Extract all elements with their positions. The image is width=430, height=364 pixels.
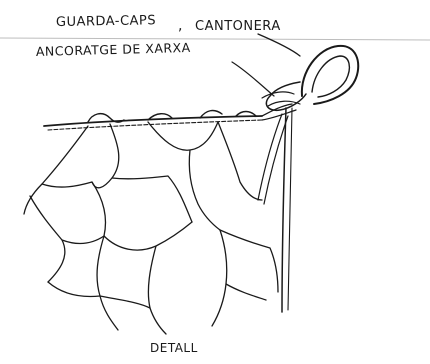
vertical-cable	[282, 108, 286, 312]
label-guarda-caps: GUARDA-CAPS	[56, 13, 156, 30]
corner-loop-inner	[312, 56, 349, 97]
corner-loop-outer	[302, 46, 358, 104]
mesh-left-3	[30, 196, 65, 282]
leader-line-cantonera	[258, 34, 300, 56]
mesh-cell-3	[112, 176, 192, 222]
caption-detall: DETALL	[150, 341, 198, 355]
label-comma: ,	[178, 18, 183, 34]
mesh-cell-2	[148, 122, 218, 150]
top-cable-inner	[48, 120, 262, 130]
mesh-lower-4	[212, 230, 227, 326]
mesh-left-1	[24, 126, 88, 214]
mesh-lower-7	[100, 284, 266, 308]
leader-line-ancoratge	[232, 62, 274, 96]
mesh-lower-2	[97, 236, 118, 330]
mesh-cell-4	[189, 150, 220, 230]
vertical-cable-inner	[288, 108, 292, 310]
label-ancoratge-de-xarxa: ANCORATGE DE XARXA	[36, 40, 191, 59]
mesh-lower-3	[148, 246, 166, 334]
label-cantonera: CANTONERA	[195, 19, 281, 34]
mesh-lower-8	[48, 282, 100, 296]
mesh-lower-1	[104, 222, 192, 250]
mesh-cell-5	[218, 122, 262, 200]
mesh-lower-6	[62, 236, 104, 243]
mesh-lower-5	[220, 230, 278, 292]
top-rule-line	[0, 38, 430, 40]
corner-wrap	[266, 82, 306, 110]
